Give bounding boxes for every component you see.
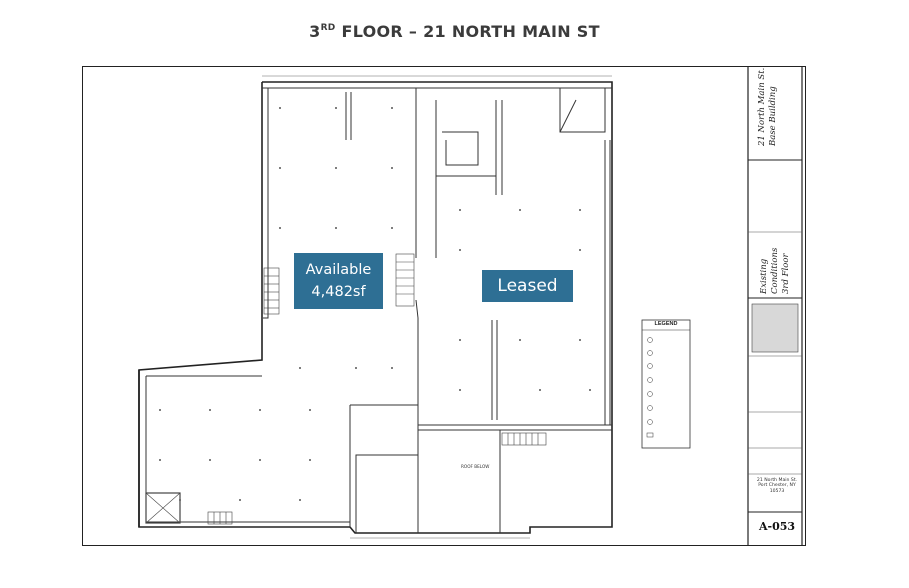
sheet-number: A-053 (758, 520, 796, 533)
page-title: 3RD FLOOR – 21 NORTH MAIN ST (309, 22, 600, 41)
available-area: 4,482sf (311, 284, 366, 300)
legend-title: LEGEND (654, 321, 678, 327)
leased-space-callout: Leased (482, 270, 573, 302)
dimension-lines (262, 75, 612, 539)
drawing-sheet-border (82, 66, 806, 546)
title-block-building: 21 North Main St. Base Building (757, 67, 778, 146)
available-space-callout: Available 4,482sf (294, 253, 383, 309)
stairs (145, 253, 547, 525)
column-markers (159, 107, 591, 501)
interior-walls (145, 87, 612, 533)
title-block-address: 21 North Main St. Port Chester, NY 10573 (756, 478, 798, 494)
title-block-sheet-description: Existing Conditions 3rd Floor (759, 247, 791, 294)
title-block (747, 66, 803, 546)
legend-box (641, 319, 691, 449)
available-label: Available (305, 262, 372, 278)
roof-below-label: ROOF BELOW (461, 464, 490, 469)
